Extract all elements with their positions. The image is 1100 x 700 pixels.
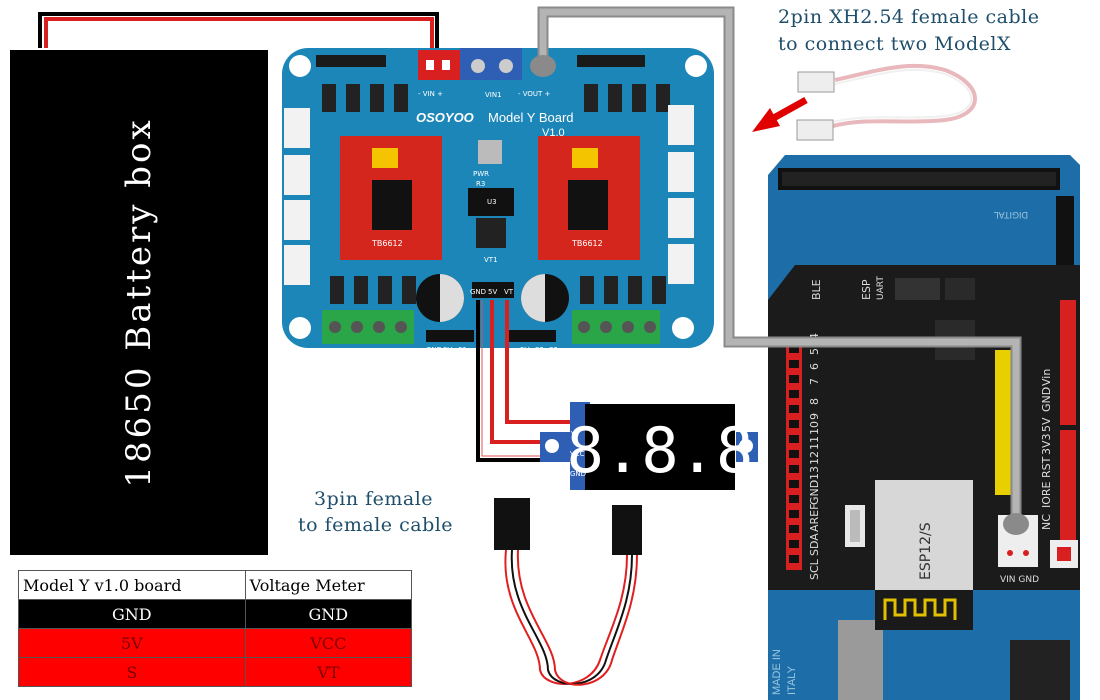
pin-nc: NC [1040,514,1053,530]
female-cable-label-line2: to female cable [298,514,454,536]
pin-10: 10 [808,421,821,435]
xh-cable [796,63,977,141]
vin-connector [418,50,460,80]
pin-7: 7 [808,378,821,385]
arrow-icon [752,96,808,132]
female-cable [494,498,642,686]
made-in-text: MADE IN [771,649,783,695]
pin-gnd: GND [808,480,821,505]
tb6612-right-label: TB6612 [571,239,603,248]
table-header-row: Model Y v1.0 board Voltage Meter [18,570,413,600]
esp-text: ESP [860,279,873,300]
grey-cable [530,6,1029,535]
pin-aref: AREF [808,504,821,532]
pwr-text: PWR [473,170,489,178]
vin-text: - VIN + [418,90,443,98]
u3-text: U3 [487,198,497,206]
bottom-pins-right-s2b: S2 [549,346,558,354]
vt1-text: VT1 [484,256,498,264]
pin-11: 11 [808,436,821,450]
pin-8: 8 [808,398,821,405]
pin-gnd-r: GND [1040,387,1053,412]
5v-text: 5V [488,288,497,296]
meter-digits: 8.8.8 [567,414,754,487]
esp-module-label: ESP12/S [918,522,934,580]
table-row: 5V VCC [18,628,413,658]
pin-rst: RST [1040,456,1053,478]
pin-scl: SCL [808,558,821,580]
shield-board: SCL SDA AREF GND 13 12 11 10 9 8 7 6 5 4… [768,265,1080,630]
r3-text: R3 [476,180,485,188]
pin-13: 13 [808,466,821,480]
bottom-pins-left-5v: 5V [443,346,452,354]
meter-pin-vt: VT [571,430,581,438]
table-cell: S [18,657,246,687]
ble-text: BLE [810,279,823,300]
connection-table: Model Y v1.0 board Voltage Meter GND GND… [18,570,413,687]
xh-cable-label-line1: 2pin XH2.54 female cable [778,6,1040,28]
vt-text: VT [504,288,514,296]
battery-wires [38,12,439,68]
board-name: Model Y Board [488,110,574,125]
pin-iore: IORE [1040,481,1053,508]
female-cable-label-line1: 3pin female [314,488,434,510]
board-version: V1.0 [542,127,565,139]
uart-text: UART [876,276,886,300]
pin-9: 9 [808,413,821,420]
pin-5: 5 [808,348,821,355]
xh-cable-label-line2: to connect two ModelX [778,33,1012,55]
table-header-board: Model Y v1.0 board [18,570,246,600]
table-header-meter: Voltage Meter [244,570,413,600]
italy-text: ITALY [786,665,798,695]
pin-12: 12 [808,451,821,465]
bottom-pins-right-s2: S2 [535,346,544,354]
table-cell: GND [244,599,413,629]
table-row: GND GND [18,599,413,629]
pin-sda: SDA [808,533,821,556]
meter-pin-gnd: GND [570,470,586,478]
voltage-meter: 8.8.8 VT VCC GND [540,402,758,490]
table-row: S VT [18,657,413,687]
tb6612-left-label: TB6612 [371,239,403,248]
table-cell: GND [18,599,246,629]
bottom-pins-right-5v: 5V [520,346,529,354]
bottom-pins-left-s1: S1 [458,346,467,354]
vout-text: - VOUT + [518,90,551,98]
pin-5v: 5V [1040,417,1053,432]
pin-vin: Vin [1040,369,1053,386]
battery-box: 18650 Battery box [10,50,268,555]
meter-pin-vcc: VCC [570,450,585,458]
model-y-board: TB6612 TB6612 OSOYOO Model Y Bo [282,48,714,354]
table-cell: VCC [244,628,413,658]
gnd-text: GND [470,288,486,296]
bottom-pins-left-gnd: GND [426,346,442,354]
vin-gnd-text: VIN GND [1000,575,1039,585]
pin-3v3: 3V3 [1040,433,1053,455]
board-brand: OSOYOO [416,110,474,125]
table-cell: VT [244,657,413,687]
pin-6: 6 [808,363,821,370]
digital-text: DIGITAL [994,210,1028,220]
vin1-text: VIN1 [485,91,502,99]
table-cell: 5V [18,628,246,658]
